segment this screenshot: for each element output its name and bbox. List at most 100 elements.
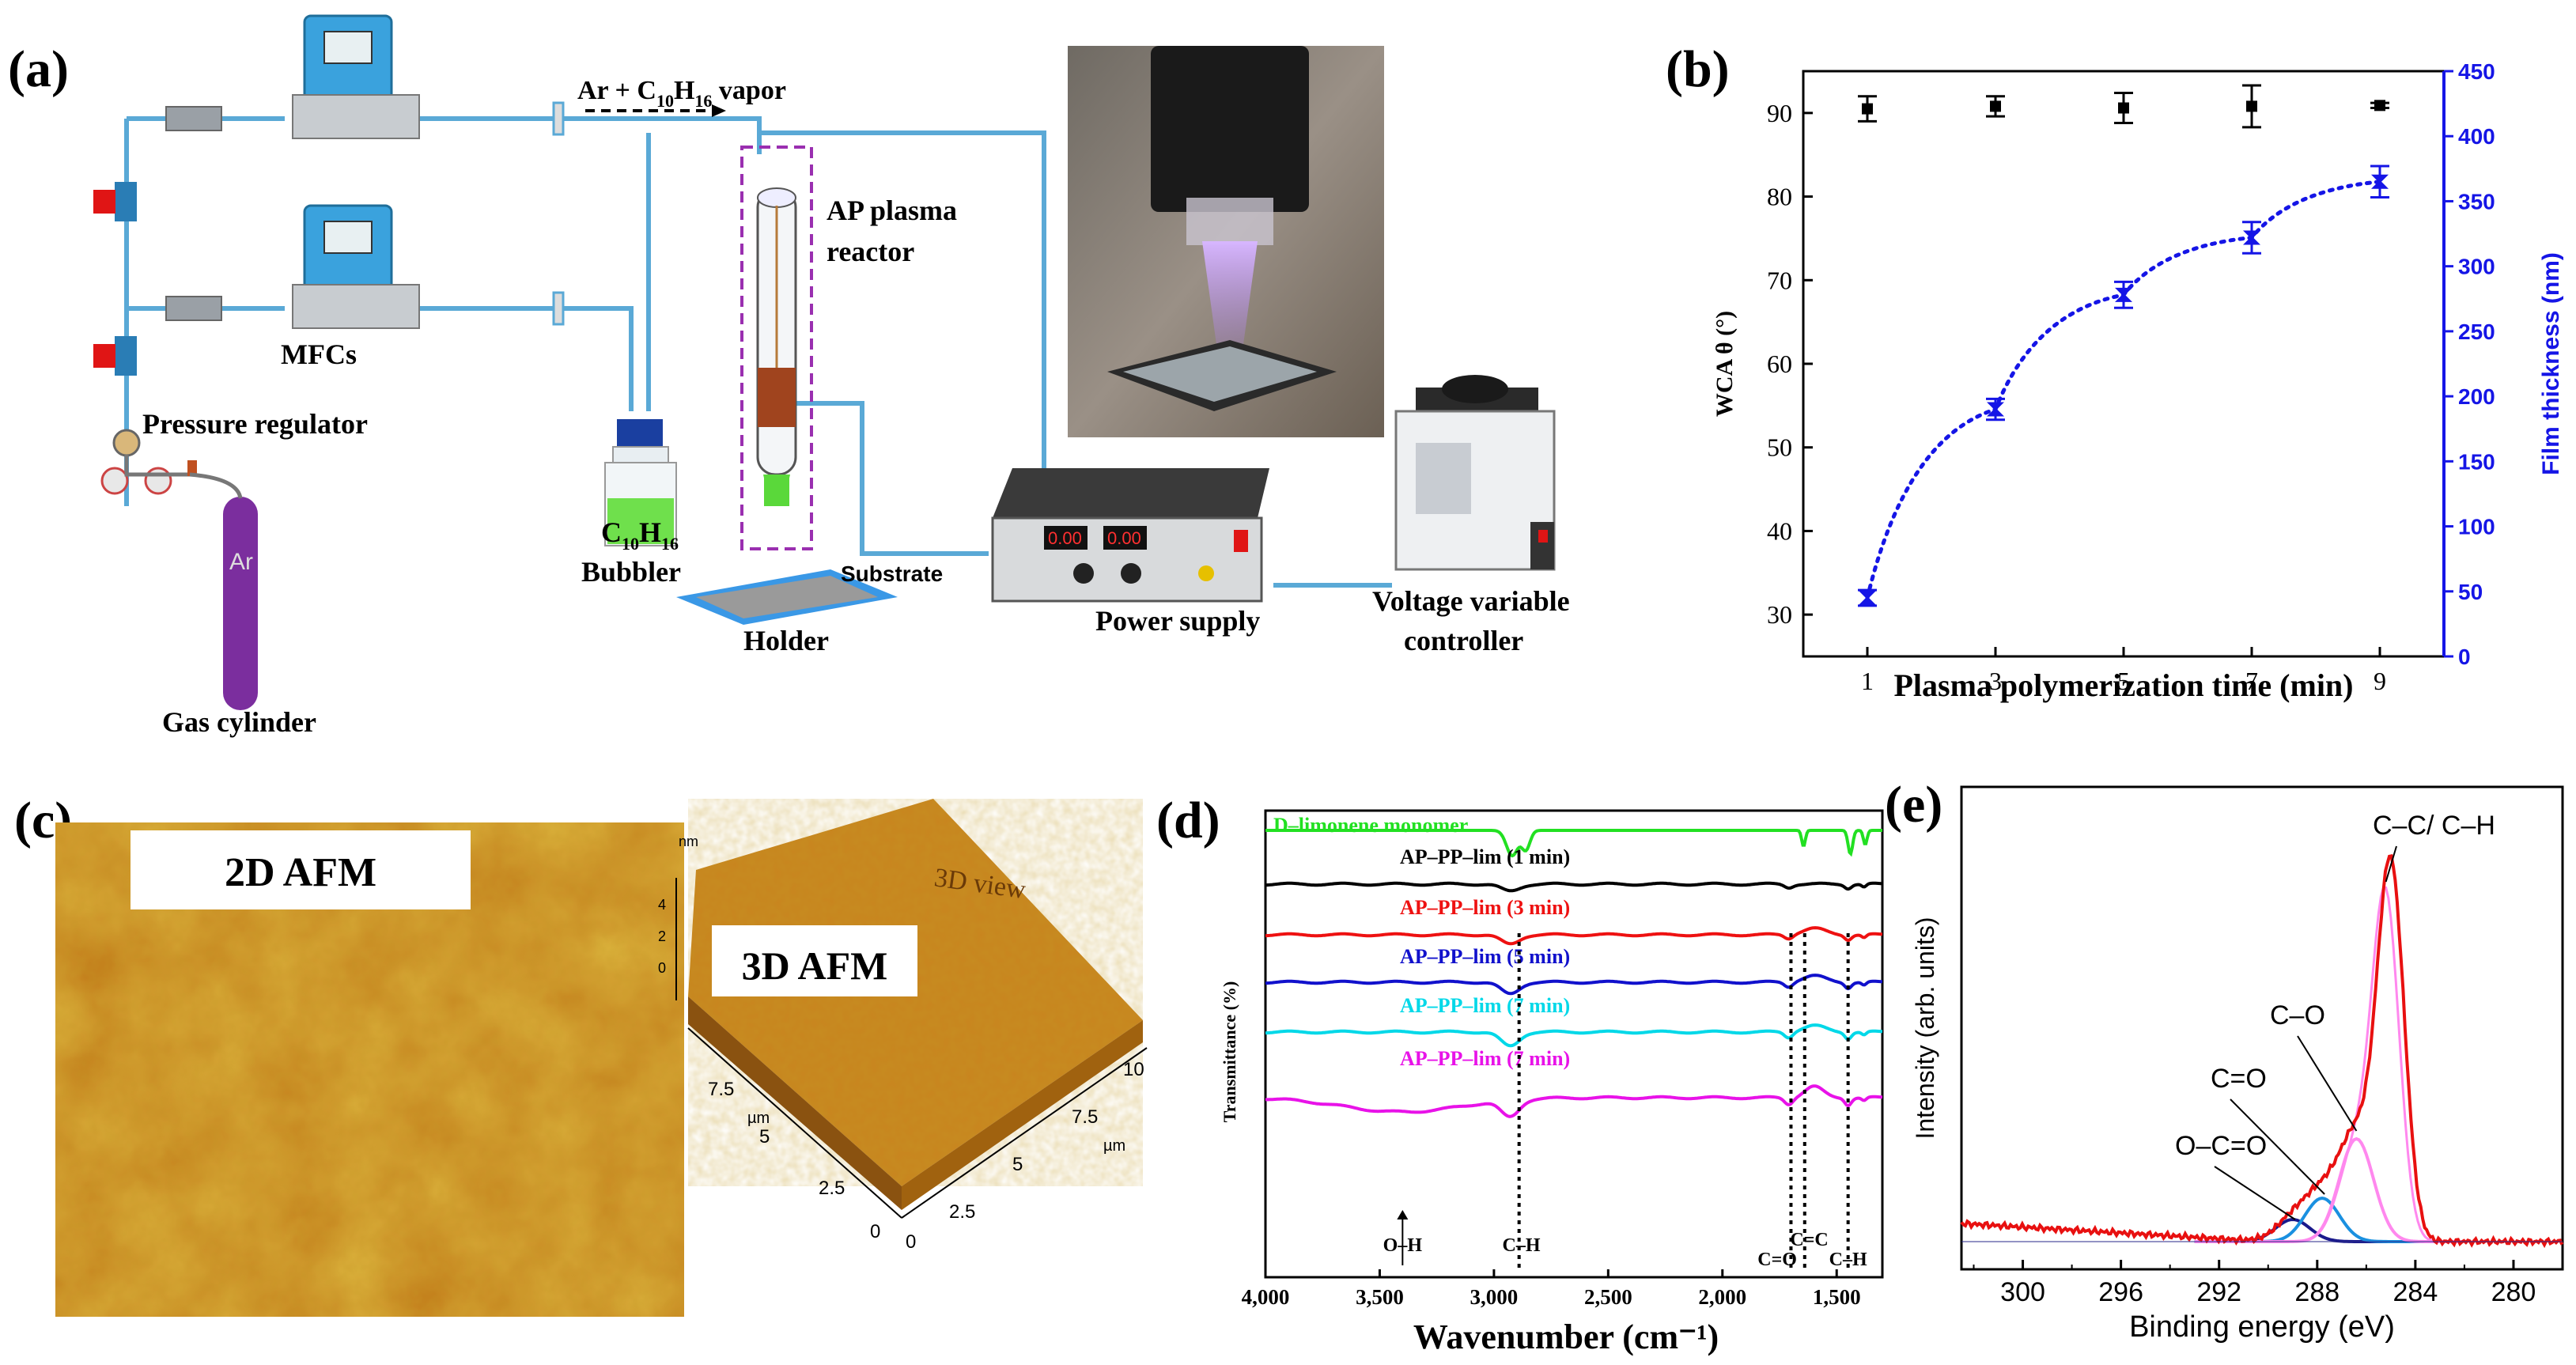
y-axis-label: WCA θ (°) <box>1712 311 1738 417</box>
gas-cylinder-icon: Ar <box>187 460 258 710</box>
z-unit: nm <box>679 834 698 849</box>
data-point <box>1862 103 1873 115</box>
afm-3d-label: 3D AFM <box>742 943 888 988</box>
plasma-jet-photo <box>1068 46 1384 437</box>
data-point <box>2246 100 2257 112</box>
data-point <box>1859 596 1876 605</box>
y-tick-label: 70 <box>1767 266 1792 294</box>
y3d-tick: 2.5 <box>819 1178 845 1199</box>
panel-label-b: (b) <box>1666 40 1730 98</box>
spectrum-line <box>1265 926 1883 946</box>
y-right-tick-label: 0 <box>2458 645 2471 669</box>
y3d-tick: 5 <box>759 1126 770 1148</box>
x-tick-label: 292 <box>2196 1277 2241 1307</box>
data-point <box>2371 180 2389 189</box>
data-point <box>2374 100 2385 112</box>
x-tick-label: 1,500 <box>1813 1285 1861 1309</box>
data-point <box>1987 402 2004 411</box>
spectrum-line <box>1265 1023 1883 1048</box>
y3d-unit: µm <box>747 1110 770 1127</box>
y-right-tick-label: 400 <box>2458 124 2495 149</box>
oh-arrow-head <box>1397 1210 1409 1219</box>
legend-label: AP–PP–lim (3 min) <box>1400 896 1570 919</box>
x-tick-label: 288 <box>2294 1277 2340 1307</box>
x-tick-label: 284 <box>2393 1277 2438 1307</box>
x-tick-label: 300 <box>2000 1277 2045 1307</box>
x-axis-label: Wavenumber (cm⁻¹) <box>1413 1318 1719 1356</box>
y3d-tick: 7.5 <box>708 1079 734 1100</box>
y-right-tick-label: 350 <box>2458 189 2495 214</box>
y-tick-label: 60 <box>1767 350 1792 378</box>
bubbler-formula: C10H16 <box>601 516 679 554</box>
y-tick-label: 90 <box>1767 99 1792 127</box>
x-axis-label: Plasma polymerization time (min) <box>1894 667 2354 703</box>
svg-text:0.00: 0.00 <box>1048 528 1082 548</box>
x-tick-label: 2,500 <box>1584 1285 1632 1309</box>
x-tick-label: 9 <box>2374 667 2386 695</box>
x-tick-label: 3,500 <box>1356 1285 1404 1309</box>
plot-frame <box>1802 70 2445 658</box>
panel-label-d: (d) <box>1156 792 1220 849</box>
reactor-label-1: AP plasma <box>827 195 957 226</box>
x3d-tick: 10 <box>1123 1059 1144 1080</box>
afm-3d-label-box <box>712 925 917 996</box>
z-tick: 4 <box>658 897 666 913</box>
reactor-label-2: reactor <box>827 236 914 267</box>
pressure-regulator-label: Pressure regulator <box>142 408 368 440</box>
peak-pointer <box>2297 1035 2358 1132</box>
y-tick-label: 80 <box>1767 183 1792 211</box>
z-tick: 0 <box>658 960 666 976</box>
y-right-tick-label: 100 <box>2458 515 2495 539</box>
substrate-label: Substrate <box>841 562 943 586</box>
z-tick: 2 <box>658 928 666 944</box>
data-point <box>2115 293 2132 302</box>
data-point <box>2243 230 2260 240</box>
y-right-tick-label: 300 <box>2458 255 2495 279</box>
afm-2d-label: 2D AFM <box>225 850 376 895</box>
data-point <box>1859 591 1876 599</box>
pressure-regulator-icon <box>100 429 190 495</box>
peak-label: C–O <box>2270 1000 2325 1030</box>
power-supply-icon: 0.00 0.00 <box>991 468 1269 603</box>
data-point <box>1990 100 2001 112</box>
legend-label: AP–PP–lim (7 min) <box>1400 1047 1570 1070</box>
x-tick-label: 7 <box>2245 667 2258 695</box>
y-right-tick-label: 150 <box>2458 449 2495 474</box>
peak-pointer <box>2230 1098 2325 1195</box>
x-tick-label: 296 <box>2098 1277 2143 1307</box>
voltage-controller-label-1: Voltage variable <box>1372 585 1570 617</box>
legend-label: AP–PP–lim (1 min) <box>1400 845 1570 868</box>
y-axis-label-right: Film thickness (nm) <box>2538 252 2564 475</box>
y-axis-label: Intensity (arb. units) <box>1911 917 1939 1140</box>
mfc-bottom <box>165 204 420 329</box>
y-right-tick-label: 50 <box>2458 580 2483 604</box>
peak-annotation: C–H <box>1503 1235 1541 1256</box>
afm-3d-surface <box>688 799 1143 1210</box>
plasma-reactor-icon <box>740 146 813 550</box>
peak-pointer <box>2385 845 2397 883</box>
x3d-tick: 0 <box>906 1231 916 1253</box>
flow-label: Ar + C10H16 vapor <box>577 76 786 117</box>
data-point <box>2243 236 2260 245</box>
y-tick-label: 40 <box>1767 516 1792 545</box>
spectrum-line <box>1265 829 1882 858</box>
data-point <box>2371 174 2389 183</box>
y-tick-label: 50 <box>1767 433 1792 462</box>
plot-frame <box>1264 809 1884 1279</box>
component-peak <box>2316 886 2438 1243</box>
fit-line <box>1865 180 2382 600</box>
y-right-tick-label: 200 <box>2458 384 2495 409</box>
peak-annotation: O–H <box>1383 1235 1423 1256</box>
x3d-tick: 5 <box>1012 1154 1023 1175</box>
svg-text:0.00: 0.00 <box>1107 528 1141 548</box>
legend-label: D–limonene monomer <box>1273 814 1468 837</box>
peak-label: C–C/ C–H <box>2373 811 2495 841</box>
x-tick-label: 2,000 <box>1698 1285 1746 1309</box>
afm-2d-label-box <box>131 830 471 909</box>
peak-pointer <box>2214 1166 2296 1220</box>
peak-annotation: C=O <box>1757 1250 1797 1270</box>
x-tick-label: 280 <box>2491 1277 2536 1307</box>
power-supply-label: Power supply <box>1095 605 1260 637</box>
